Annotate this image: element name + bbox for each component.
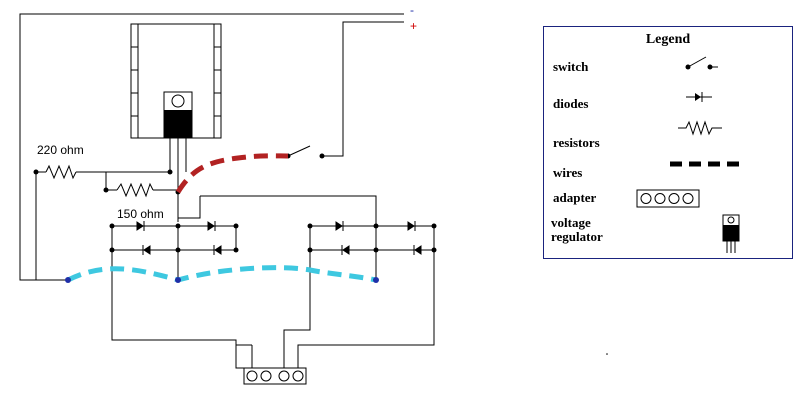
legend-switch-label: switch xyxy=(553,59,589,74)
stray-dot xyxy=(606,353,608,355)
switch xyxy=(287,145,311,157)
legend-resistors-label: resistors xyxy=(553,135,600,150)
cyan-wire-nodes xyxy=(65,277,379,283)
legend-title: Legend xyxy=(645,32,691,47)
diodes xyxy=(136,221,422,255)
minus-terminal-label: - xyxy=(410,3,414,17)
legend-box: Legend switch diodes resistors wires ada… xyxy=(543,26,793,259)
voltage-regulator xyxy=(130,23,222,139)
circuit-wires xyxy=(19,13,435,369)
switch-icon xyxy=(685,56,718,70)
legend-wires-label: wires xyxy=(553,165,583,180)
adapter-icon xyxy=(636,189,700,208)
legend-regulator-label: regulator xyxy=(551,229,603,244)
wire-icon xyxy=(670,161,746,167)
diode-icon xyxy=(686,92,712,102)
resistor-150-label: 150 ohm xyxy=(117,207,164,221)
resistor-150 xyxy=(116,182,154,198)
resistor-icon xyxy=(678,120,722,136)
legend-adapter-label: adapter xyxy=(553,190,597,205)
resistor-220 xyxy=(45,164,77,180)
legend-diodes-label: diodes xyxy=(553,96,589,111)
junction-dots xyxy=(33,153,437,253)
cyan-wire xyxy=(66,265,377,283)
legend-voltage-label: voltage xyxy=(551,215,591,230)
plus-terminal-label: + xyxy=(410,19,418,33)
red-wire xyxy=(175,153,289,194)
adapter-connector xyxy=(243,367,307,385)
resistor-220-label: 220 ohm xyxy=(37,143,84,157)
voltage-regulator-icon xyxy=(722,214,740,253)
